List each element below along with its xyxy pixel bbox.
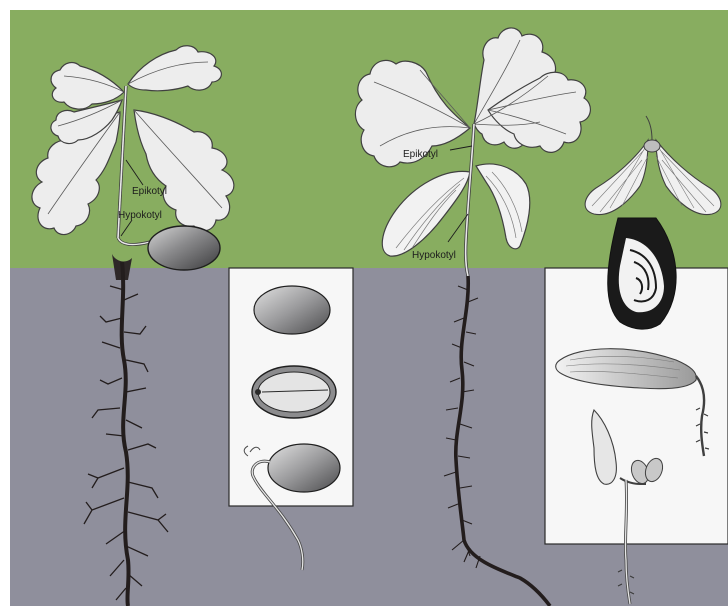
page-edge-left: [0, 0, 10, 606]
maple-seed-section: [608, 218, 676, 329]
maple-hypocotyl-label: Hypokotyl: [412, 250, 456, 261]
acorn-whole: [254, 286, 330, 334]
acorn-section: [252, 366, 336, 418]
oak-epicotyl-label: Epikotyl: [132, 186, 167, 197]
oak-hypocotyl-label: Hypokotyl: [118, 210, 162, 221]
maple-epicotyl-label: Epikotyl: [403, 149, 438, 160]
page-edge-top: [0, 0, 728, 10]
oak-acorn: [148, 226, 220, 270]
